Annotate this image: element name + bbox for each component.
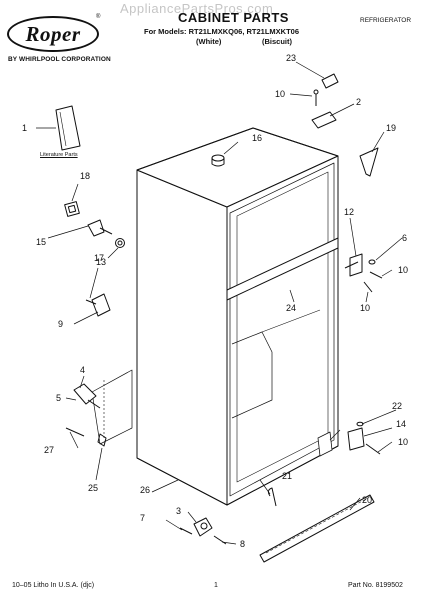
callout-14: 14: [396, 419, 407, 429]
side-bracket: [91, 369, 133, 445]
callout-10-bottom: 10: [398, 437, 409, 447]
cabinet-inner-opening: [229, 162, 335, 497]
hinge-pin: [87, 219, 105, 237]
callout-27: 27: [44, 445, 55, 455]
variant-biscuit: (Biscuit): [262, 37, 292, 46]
footer-page-number: 1: [214, 582, 218, 589]
bottom-hinge: [347, 427, 365, 451]
roper-logo-text: Roper: [25, 21, 81, 46]
bushing: [115, 238, 125, 248]
roper-logo: Roper: [7, 16, 99, 52]
callout-9: 9: [58, 319, 64, 329]
screw-8: [213, 535, 227, 545]
screw-bottom: [365, 443, 381, 455]
callout-4: 4: [80, 365, 86, 375]
screw-7: [179, 527, 193, 535]
callout-5: 5: [56, 393, 62, 403]
footer-litho: 10–05 Litho In U.S.A. (djc): [12, 582, 95, 589]
callout-10-mid-low: 10: [360, 303, 371, 313]
models-line: For Models: RT21LMXKQ06, RT21LMXKT06: [144, 27, 300, 36]
callout-10-top: 10: [275, 89, 286, 99]
callout-3: 3: [176, 506, 182, 516]
callout-21: 21: [282, 471, 293, 481]
bottom-grille: [259, 494, 375, 563]
page-title: CABINET PARTS: [178, 10, 289, 25]
top-plug: [211, 154, 225, 162]
callout-22: 22: [392, 401, 403, 411]
callout-23: 23: [286, 53, 297, 63]
callout-18: 18: [80, 171, 91, 181]
square-spacer: [64, 201, 80, 217]
literature-booklet: [55, 105, 81, 151]
callout-20: 20: [362, 495, 373, 505]
brand-subtitle: BY WHIRLPOOL CORPORATION: [8, 56, 111, 63]
callout-12: 12: [344, 207, 355, 217]
screw-mid-1: [369, 271, 383, 279]
bottom-hump: [231, 331, 273, 419]
roller-assembly: [193, 517, 213, 537]
callout-1: 1: [22, 123, 28, 133]
hinge-bracket-small: [91, 293, 111, 317]
clip: [267, 487, 277, 507]
callout-2: 2: [356, 97, 362, 107]
callout-7: 7: [140, 513, 146, 523]
screw-mid-2: [363, 281, 373, 293]
callout-8: 8: [240, 539, 246, 549]
callout-6: 6: [402, 233, 408, 243]
center-hinge: [349, 253, 363, 277]
screw-27: [65, 427, 85, 437]
callout-25: 25: [88, 483, 99, 493]
footer-part-number: Part No. 8199502: [348, 582, 403, 589]
hinge-cap: [321, 73, 339, 89]
callout-26: 26: [140, 485, 151, 495]
variant-white: (White): [196, 37, 222, 46]
callout-17: 17: [94, 253, 105, 263]
leveling-part: [97, 433, 107, 447]
literature-parts-label: Literature Parts: [40, 152, 78, 158]
washer-6: [368, 259, 376, 265]
watermark: AppliancePartsPros.com: [120, 1, 274, 16]
callout-19: 19: [386, 123, 397, 133]
divider-rail: [226, 237, 339, 301]
callout-10-mid-right: 10: [398, 265, 409, 275]
lower-door-hinge: [73, 383, 97, 405]
callout-13: 13: [96, 257, 107, 267]
trademark-symbol: ®: [96, 14, 101, 20]
callout-24: 24: [286, 303, 297, 313]
washer-22: [356, 421, 364, 427]
appliance-category: REFRIGERATOR: [360, 17, 412, 24]
top-hinge: [311, 111, 337, 129]
callout-15: 15: [36, 237, 47, 247]
callout-16: 16: [252, 133, 263, 143]
cabinet-front-panel: [136, 169, 228, 506]
top-trim: [359, 147, 379, 177]
